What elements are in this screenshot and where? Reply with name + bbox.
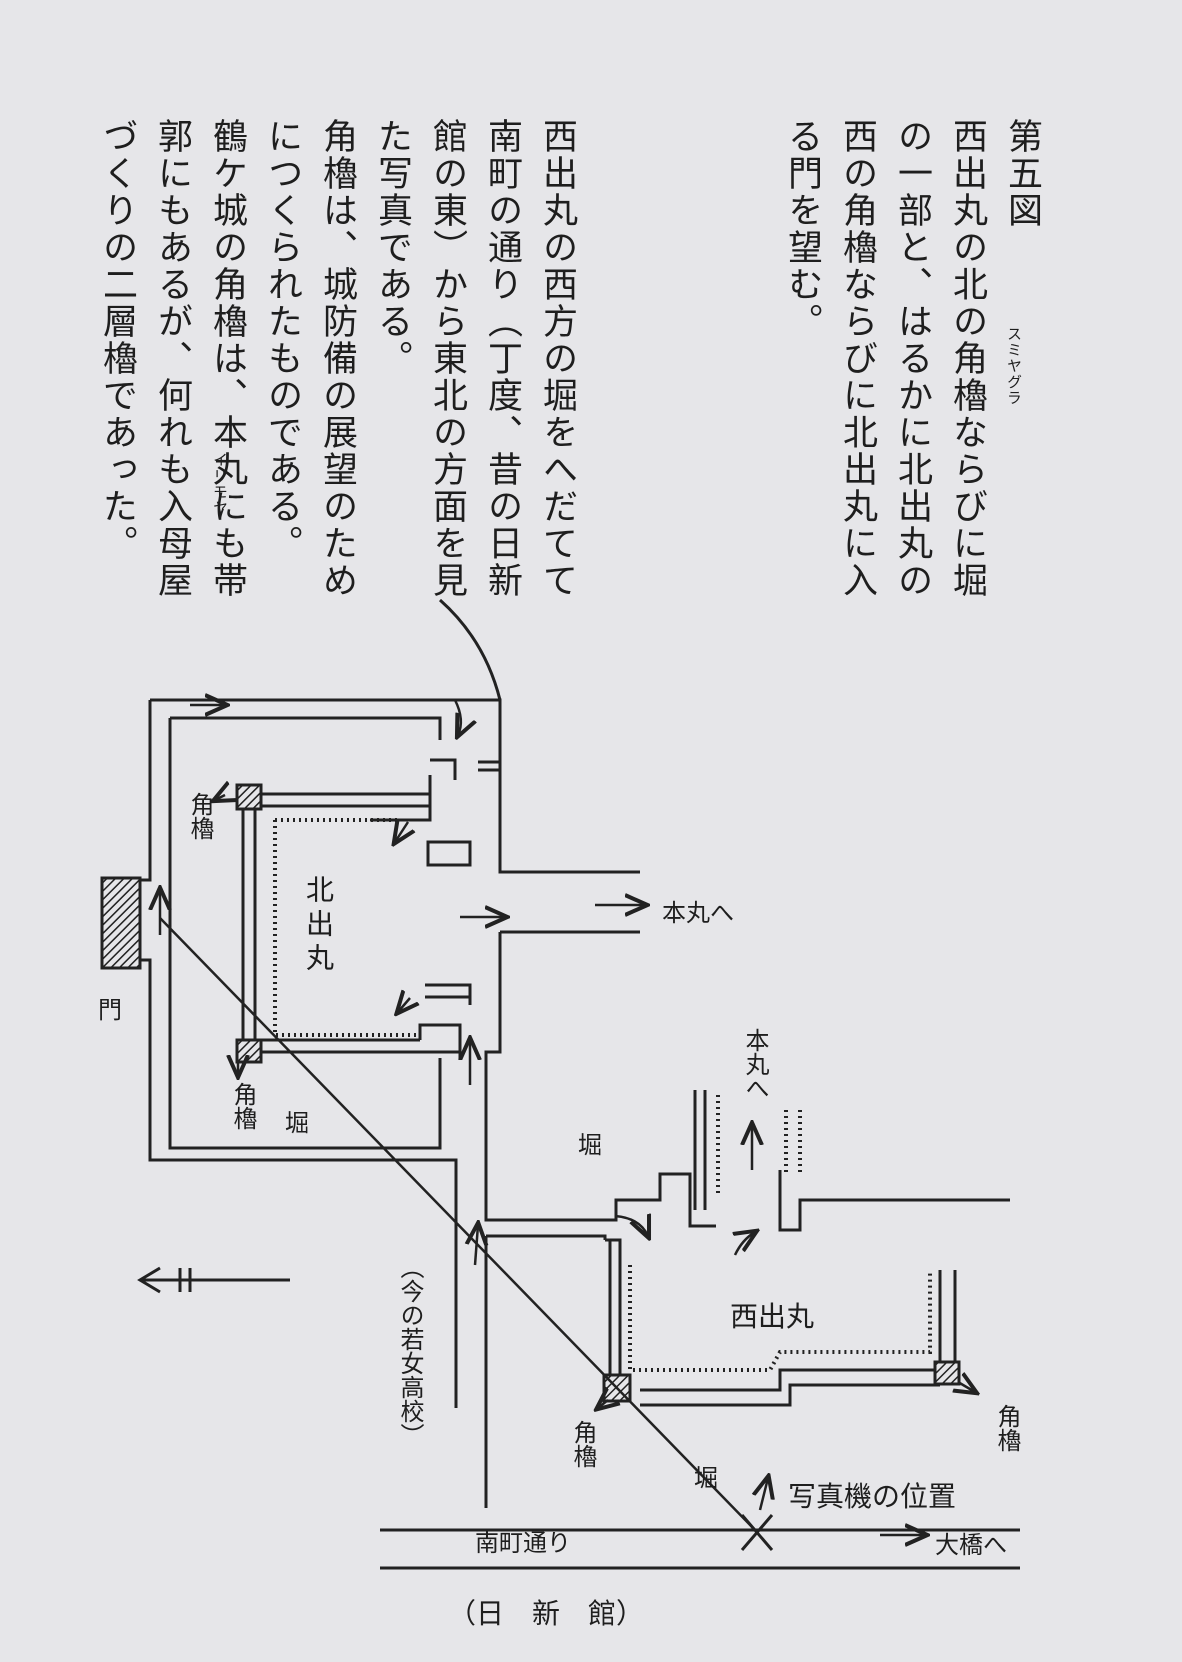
label-sumiyagura-2: 角櫓 bbox=[229, 1082, 257, 1130]
label-honmaru-north: 本丸へ bbox=[741, 1028, 769, 1100]
label-school: （今の若女高校） bbox=[396, 1255, 424, 1447]
caption-line-1: 西出丸の北の角櫓ならびに堀 bbox=[947, 118, 987, 599]
tower-kitademaru-nw bbox=[235, 783, 263, 811]
label-ohashi: 大橋へ bbox=[935, 1531, 1007, 1559]
kitademaru-north-wall bbox=[255, 792, 430, 808]
body-line-9: づくりの二層櫓であった。 bbox=[97, 118, 137, 562]
body-line-1: 西出丸の西方の堀をへだてて bbox=[537, 118, 577, 599]
label-sumiyagura-3: 角櫓 bbox=[569, 1420, 597, 1468]
label-honmaru-east: 本丸へ bbox=[662, 899, 734, 927]
caption-ruby: スミヤグラ bbox=[1005, 326, 1023, 406]
label-kitademaru: 北出丸 bbox=[302, 875, 335, 977]
body-line-4: た写真である。 bbox=[372, 118, 412, 377]
body-ruby: イリモヤ bbox=[211, 452, 229, 516]
body-line-5: 角櫓は、城防備の展望のため bbox=[317, 118, 357, 599]
gate-block bbox=[100, 876, 142, 970]
label-hori-2: 堀 bbox=[578, 1131, 602, 1159]
label-sumiyagura-4: 角櫓 bbox=[993, 1404, 1021, 1452]
kitademaru-west-wall bbox=[241, 790, 257, 1050]
body-line-7: 鶴ケ城の角櫓は、本丸にも帯 bbox=[207, 118, 247, 599]
tower-kitademaru-sw bbox=[235, 1038, 263, 1064]
caption-line-3: 西の角櫓ならびに北出丸に入 bbox=[837, 118, 877, 599]
label-mon: 門 bbox=[98, 996, 122, 1024]
body-line-3: 館の東）から東北の方面を見 bbox=[427, 118, 467, 599]
caption-line-2: の一部と、はるかに北出丸の bbox=[892, 118, 932, 599]
label-nisshinkan: （日 新 館） bbox=[448, 1597, 645, 1630]
outer-moat-line bbox=[150, 698, 640, 874]
label-nishidemaru: 西出丸 bbox=[730, 1300, 815, 1333]
label-sumiyagura-1: 角櫓 bbox=[186, 792, 214, 840]
label-hori-1: 堀 bbox=[285, 1109, 309, 1137]
label-street: 南町通り bbox=[475, 1529, 571, 1557]
label-hori-3: 堀 bbox=[694, 1464, 718, 1492]
body-line-8: 郭にもあるが、何れも入母屋 bbox=[152, 118, 192, 599]
tower-nishidemaru-e bbox=[933, 1360, 961, 1386]
sight-line bbox=[159, 917, 756, 1531]
body-line-6: につくられたものである。 bbox=[262, 118, 302, 562]
label-camera-position: 写真機の位置 bbox=[788, 1480, 957, 1513]
body-line-2: 南町の通り（丁度、昔の日新 bbox=[482, 118, 522, 599]
figure-title: 第五図 bbox=[1002, 118, 1042, 229]
caption-line-4: る門を望む。 bbox=[782, 118, 822, 340]
